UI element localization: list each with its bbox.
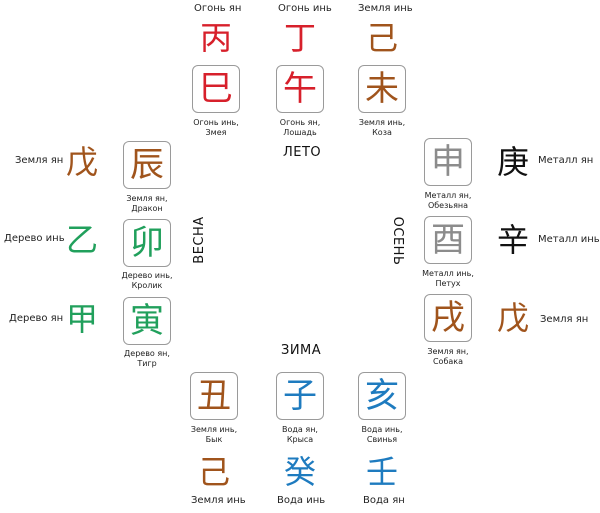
top-branch-caption-3: Земля инь, Коза [337, 118, 427, 138]
left-stem-1: 戊 [65, 143, 98, 181]
caption-line-1: Огонь ян, [279, 118, 321, 127]
left-branch-caption-1: Земля ян, Дракон [102, 194, 192, 214]
caption-line-1: Огонь инь, [193, 118, 239, 127]
bottom-branch-caption-2: Вода ян, Крыса [255, 425, 345, 445]
right-stem-label-3: Земля ян [540, 314, 589, 325]
bottom-stem-3: 壬 [365, 453, 398, 491]
season-autumn: ОСЕНЬ [390, 216, 405, 266]
top-stem-label-3: Земля инь [358, 3, 413, 14]
bottom-stem-label-2: Вода инь [277, 495, 326, 506]
bottom-stem-label-3: Вода ян [363, 495, 405, 506]
top-stem-label-1: Огонь ян [194, 3, 242, 14]
left-branch-caption-3: Дерево ян, Тигр [102, 349, 192, 369]
caption-line-2: Свинья [366, 435, 398, 444]
caption-line-2: Петух [435, 279, 461, 288]
caption-line-1: Земля ян, [126, 194, 168, 203]
caption-line-2: Кролик [131, 281, 163, 290]
right-stem-3: 戊 [496, 299, 529, 337]
caption-line-1: Дерево ян, [124, 349, 170, 358]
right-branch-caption-1: Металл ян, Обезьяна [403, 191, 493, 211]
caption-line-1: Вода ян, [282, 425, 318, 434]
bottom-stem-label-1: Земля инь [191, 495, 246, 506]
caption-line-2: Змея [205, 128, 227, 137]
bottom-branch-caption-3: Вода инь, Свинья [337, 425, 427, 445]
caption-line-2: Бык [205, 435, 223, 444]
caption-line-2: Лошадь [283, 128, 317, 137]
season-spring: ВЕСНА [192, 216, 207, 264]
right-branch-2: 酉 [424, 216, 472, 264]
bottom-branch-1: 丑 [190, 372, 238, 420]
bottom-branch-2: 子 [276, 372, 324, 420]
top-stem-label-2: Огонь инь [278, 3, 332, 14]
season-winter: ЗИМА [281, 343, 322, 358]
right-branch-caption-2: Металл инь, Петух [403, 269, 493, 289]
caption-line-2: Коза [372, 128, 392, 137]
right-stem-2: 辛 [496, 221, 529, 259]
caption-line-2: Дракон [131, 204, 163, 213]
bottom-stem-2: 癸 [283, 453, 316, 491]
caption-line-1: Земля ян, [427, 347, 469, 356]
top-branch-caption-2: Огонь ян, Лошадь [255, 118, 345, 138]
left-branch-3: 寅 [123, 297, 171, 345]
left-branch-2: 卯 [123, 219, 171, 267]
top-branch-1: 巳 [192, 65, 240, 113]
caption-line-1: Земля инь, [358, 118, 406, 127]
caption-line-1: Дерево инь, [121, 271, 173, 280]
top-branch-2: 午 [276, 65, 324, 113]
bottom-branch-3: 亥 [358, 372, 406, 420]
top-stem-1: 丙 [199, 19, 232, 57]
right-branch-caption-3: Земля ян, Собака [403, 347, 493, 367]
caption-line-2: Собака [432, 357, 464, 366]
right-branch-3: 戌 [424, 294, 472, 342]
right-stem-label-2: Металл инь [538, 234, 600, 245]
bottom-stem-1: 己 [197, 453, 230, 491]
right-branch-1: 申 [424, 138, 472, 186]
caption-line-1: Металл инь, [422, 269, 474, 278]
top-branch-caption-1: Огонь инь, Змея [171, 118, 261, 138]
caption-line-2: Обезьяна [427, 201, 469, 210]
left-stem-label-3: Дерево ян [9, 313, 64, 324]
caption-line-1: Вода инь, [361, 425, 403, 434]
caption-line-2: Тигр [137, 359, 157, 368]
left-stem-3: 甲 [65, 300, 98, 338]
right-stem-label-1: Металл ян [538, 155, 594, 166]
caption-line-1: Земля инь, [190, 425, 238, 434]
top-stem-3: 己 [365, 19, 398, 57]
left-stem-label-2: Дерево инь [4, 233, 65, 244]
caption-line-1: Металл ян, [424, 191, 472, 200]
caption-line-2: Крыса [286, 435, 314, 444]
left-branch-1: 辰 [123, 141, 171, 189]
top-branch-3: 未 [358, 65, 406, 113]
bottom-branch-caption-1: Земля инь, Бык [169, 425, 259, 445]
left-stem-label-1: Земля ян [15, 155, 64, 166]
season-summer: ЛЕТО [283, 145, 322, 160]
top-stem-2: 丁 [283, 19, 316, 57]
left-stem-2: 乙 [65, 221, 98, 259]
right-stem-1: 庚 [496, 143, 529, 181]
left-branch-caption-2: Дерево инь, Кролик [102, 271, 192, 291]
